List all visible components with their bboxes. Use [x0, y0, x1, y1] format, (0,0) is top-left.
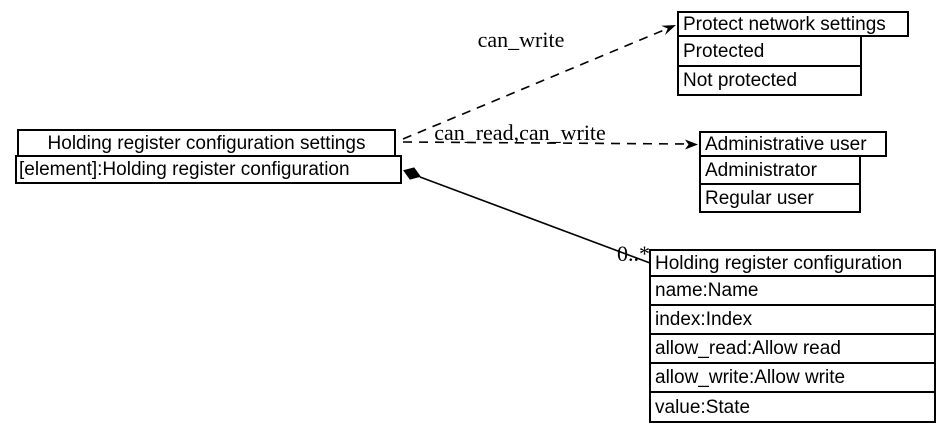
node-protect-value-row: Protected — [677, 35, 862, 67]
node-holding-attribute-row: name:Name — [649, 275, 936, 306]
node-holding-attribute-row: value:State — [649, 391, 936, 423]
edge-label-can-write: can_write — [478, 27, 565, 52]
node-settings-title: Holding register configuration settings — [17, 129, 396, 157]
node-protect-title: Protect network settings — [677, 11, 909, 37]
node-holding-attribute-row: index:Index — [649, 304, 936, 335]
arrowhead-icon — [661, 25, 676, 35]
edge-can-write-line — [402, 29, 665, 140]
node-admin-value-row: Regular user — [699, 183, 861, 213]
node-admin-value-row: Administrator — [699, 155, 861, 185]
arrowhead-icon — [685, 139, 698, 150]
node-settings-attribute: [element]:Holding register configuration — [15, 155, 402, 184]
node-holding-title: Holding register configuration — [649, 249, 936, 277]
composition-diamond-icon — [403, 167, 421, 180]
edge-composition-line — [419, 176, 651, 264]
node-holding-attribute-row: allow_read:Allow read — [649, 333, 936, 364]
edge-label-multiplicity: 0..* — [617, 241, 650, 266]
node-protect-value-row: Not protected — [677, 65, 862, 96]
edge-label-can-read-can-write: can_read,can_write — [434, 120, 606, 145]
node-holding-attribute-row: allow_write:Allow write — [649, 362, 936, 393]
edge-can-read-can-write-line — [402, 141, 687, 145]
node-admin-title: Administrative user — [699, 131, 887, 157]
